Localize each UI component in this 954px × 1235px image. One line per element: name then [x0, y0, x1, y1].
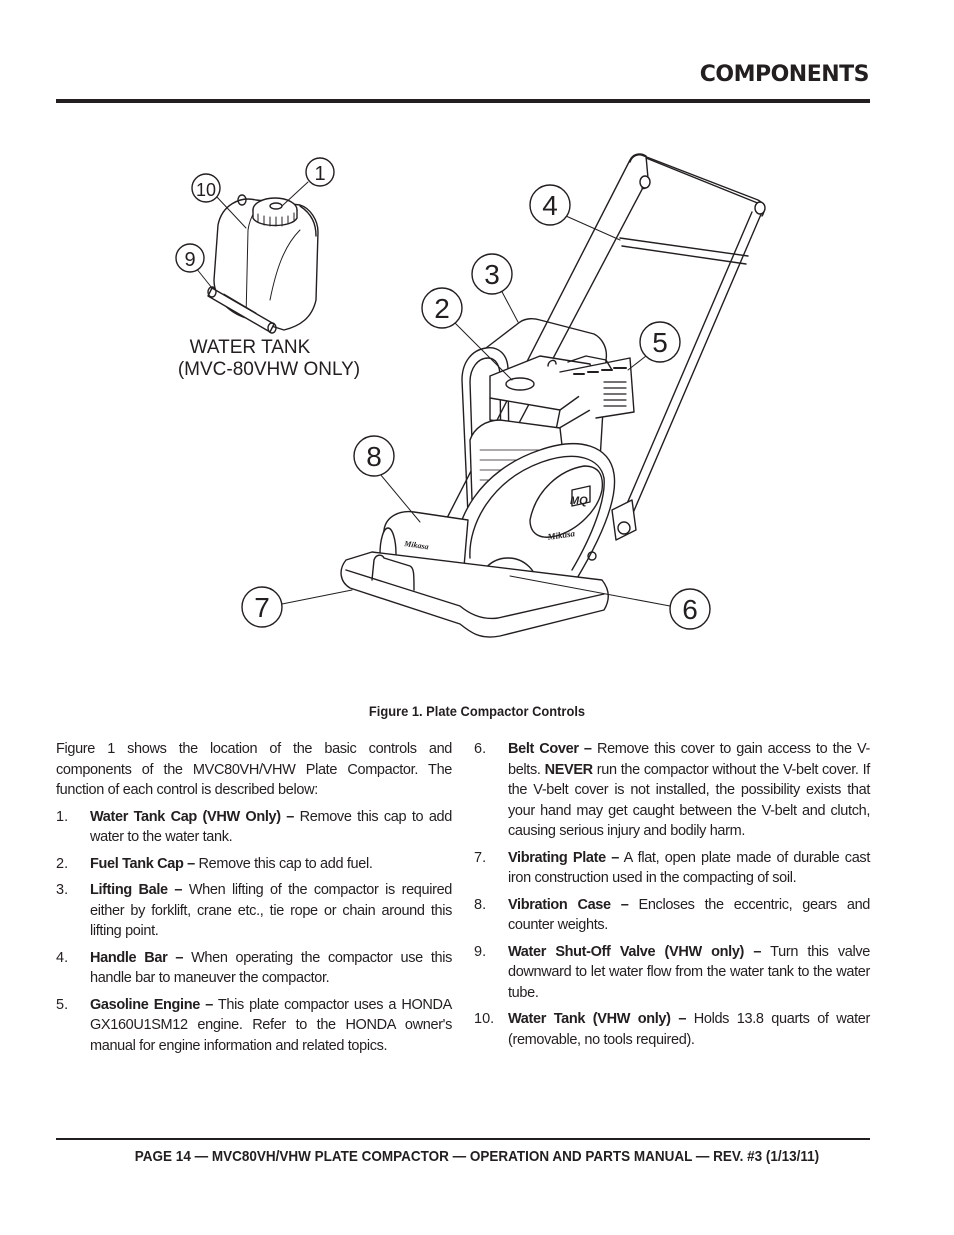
item-term: Handle Bar –: [90, 949, 184, 966]
item-text: Remove this cap to add water to the wate…: [90, 808, 452, 846]
list-item: 5. Gasoline Engine – This plate compacto…: [56, 995, 452, 1057]
item-text: Turn this valve downward to let water fl…: [508, 943, 870, 1001]
item-text: Holds 13.8 quarts of water (removable, n…: [508, 1011, 871, 1048]
callout-1: 1: [305, 157, 335, 187]
callout-7: 7: [241, 586, 283, 628]
item-number: 8.: [474, 896, 487, 913]
callout-10: 10: [191, 173, 221, 203]
svg-text:7: 7: [254, 592, 270, 623]
svg-text:2: 2: [434, 293, 450, 324]
title-rule: [56, 99, 870, 103]
list-item: 7. Vibrating Plate – A flat, open plate …: [474, 848, 870, 889]
item-text: run the compactor without the V-belt cov…: [508, 761, 870, 840]
item-number: 4.: [56, 949, 69, 966]
mikasa-logo-cover: Mikasa: [546, 528, 576, 542]
water-tank-illustration: [207, 194, 319, 334]
item-term: Vibrating Plate –: [508, 849, 619, 866]
item-text: Remove this cover to gain access to the …: [508, 741, 870, 778]
list-item: 8. Vibration Case – Encloses the eccentr…: [474, 895, 870, 936]
right-column: 6. Belt Cover – Remove this cover to gai…: [474, 739, 870, 1056]
list-item: 6. Belt Cover – Remove this cover to gai…: [474, 739, 870, 842]
left-column: Figure 1 shows the location of the basic…: [56, 739, 452, 1062]
page-footer: PAGE 14 — MVC80VH/VHW PLATE COMPACTOR — …: [134, 1148, 820, 1165]
item-number: 2.: [56, 855, 69, 872]
item-number: 6.: [474, 741, 487, 757]
mikasa-logo-case: Mikasa: [403, 539, 429, 551]
callout-markers: 1 10 9 2 3 4 5 8 7 6: [175, 157, 711, 630]
item-term: Water Shut-Off Valve (VHW only) –: [508, 943, 762, 960]
item-term: Gasoline Engine –: [90, 996, 213, 1013]
item-emphasis: NEVER: [544, 761, 594, 778]
list-item: 9. Water Shut-Off Valve (VHW only) – Tur…: [474, 942, 870, 1004]
item-text: Encloses the eccentric, gears and counte…: [508, 896, 871, 934]
list-item: 1. Water Tank Cap (VHW Only) – Remove th…: [56, 807, 452, 848]
water-tank-label-line2: (MVC-80VHW ONLY): [178, 359, 360, 380]
item-term: Belt Cover –: [508, 741, 592, 757]
svg-text:8: 8: [366, 441, 382, 472]
svg-text:10: 10: [196, 180, 216, 200]
water-tank-label-line1: WATER TANK: [190, 337, 311, 358]
item-text: A flat, open plate made of durable cast …: [508, 849, 870, 887]
item-term: Water Tank Cap (VHW Only) –: [90, 808, 295, 825]
callout-6: 6: [669, 588, 711, 630]
item-term: Water Tank (VHW only) –: [508, 1011, 687, 1027]
list-item: 10. Water Tank (VHW only) – Holds 13.8 q…: [474, 1009, 870, 1050]
svg-text:6: 6: [682, 594, 698, 625]
plate-compactor-illustration: MQ Mikasa Mikasa: [340, 153, 766, 638]
item-number: 7.: [474, 849, 487, 866]
figure-caption: Figure 1. Plate Compactor Controls: [368, 703, 586, 719]
callout-5: 5: [639, 321, 681, 363]
item-term: Fuel Tank Cap –: [90, 855, 195, 872]
item-number: 3.: [56, 882, 69, 898]
callout-4: 4: [529, 184, 571, 226]
list-item: 2. Fuel Tank Cap – Remove this cap to ad…: [56, 854, 452, 875]
callout-2: 2: [421, 287, 463, 329]
svg-text:3: 3: [484, 259, 500, 290]
svg-text:5: 5: [652, 327, 668, 358]
item-text: When operating the compactor use this ha…: [90, 949, 452, 987]
item-number: 5.: [56, 996, 69, 1013]
callout-3: 3: [471, 253, 513, 295]
mq-badge: MQ: [570, 495, 588, 507]
list-item: 4. Handle Bar – When operating the compa…: [56, 948, 452, 989]
callout-leaders: [195, 181, 671, 607]
page-title: COMPONENTS: [699, 62, 870, 87]
item-number: 9.: [474, 943, 487, 960]
item-text: Remove this cap to add fuel.: [194, 855, 373, 872]
svg-text:1: 1: [314, 163, 325, 185]
svg-text:4: 4: [542, 190, 558, 221]
item-text: This plate compactor uses a HONDA GX160U…: [90, 996, 452, 1054]
item-term: Vibration Case –: [508, 896, 629, 913]
item-number: 1.: [56, 808, 69, 825]
item-number: 10.: [474, 1011, 495, 1027]
list-item: 3. Lifting Bale – When lifting of the co…: [56, 880, 452, 942]
callout-8: 8: [353, 435, 395, 477]
item-text: When lifting of the compactor is require…: [90, 882, 452, 939]
item-term: Lifting Bale –: [90, 882, 183, 898]
figure-plate-compactor: MQ Mikasa Mikasa 1 1: [56, 110, 870, 690]
svg-text:9: 9: [184, 249, 195, 271]
footer-rule: [56, 1138, 870, 1140]
callout-9: 9: [175, 243, 205, 273]
intro-paragraph: Figure 1 shows the location of the basic…: [56, 741, 452, 798]
